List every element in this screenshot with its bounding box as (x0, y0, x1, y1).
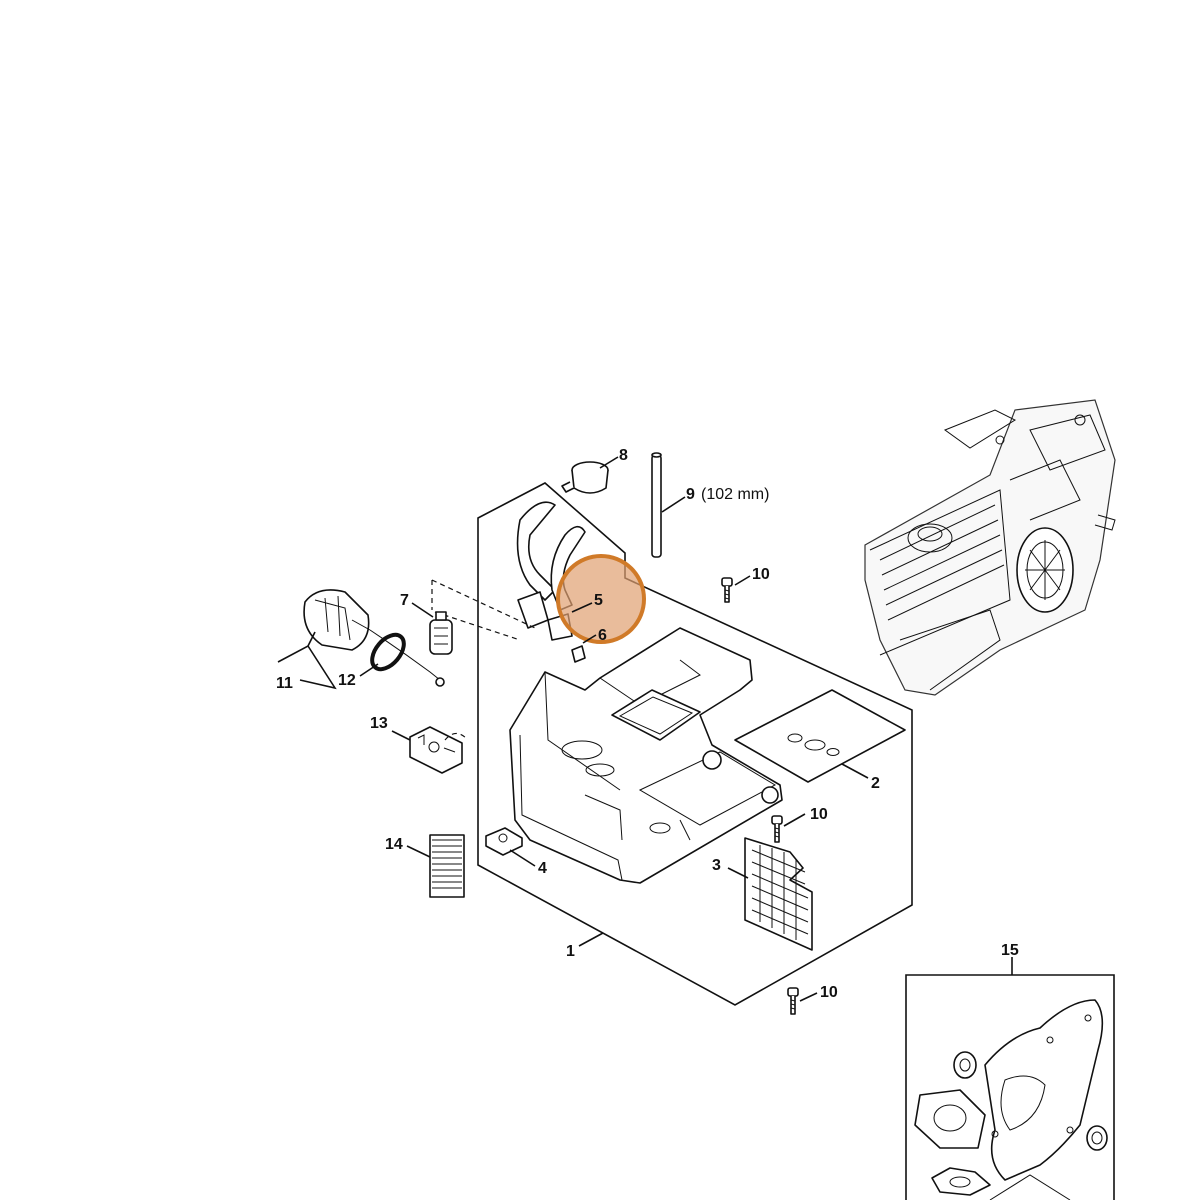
warning-label[interactable] (409, 726, 467, 774)
highlight-marker (556, 554, 646, 644)
leader-lines (277, 456, 1013, 1002)
o-ring[interactable] (366, 629, 410, 675)
gasket-set-box (905, 974, 1115, 1200)
label-6: 6 (598, 627, 607, 644)
screen-plate[interactable] (744, 837, 813, 951)
label-9-note: (102 mm) (701, 486, 769, 503)
label-10a: 10 (752, 566, 770, 583)
assembly-1-outline (477, 482, 913, 1006)
hose-tube[interactable] (651, 452, 662, 558)
label-5: 5 (594, 592, 603, 609)
label-2: 2 (871, 775, 880, 792)
engine-overview-image (864, 399, 1116, 696)
label-3: 3 (712, 857, 721, 874)
vent-grill[interactable] (429, 834, 465, 898)
label-7: 7 (400, 592, 409, 609)
label-4: 4 (538, 860, 547, 877)
label-9: 9 (686, 486, 695, 503)
screw-10b[interactable] (771, 815, 783, 843)
label-10c: 10 (820, 984, 838, 1001)
tank-housing[interactable] (509, 627, 783, 884)
vent-cap[interactable] (561, 461, 609, 494)
rubber-block[interactable] (485, 827, 523, 856)
label-12: 12 (338, 672, 356, 689)
label-8: 8 (619, 447, 628, 464)
pickup-body[interactable] (303, 589, 445, 687)
label-14: 14 (385, 836, 403, 853)
gasket-plate[interactable] (734, 689, 906, 783)
label-1: 1 (566, 943, 575, 960)
label-13: 13 (370, 715, 388, 732)
filter-guide-dash (431, 579, 536, 641)
screw-10a[interactable] (721, 577, 733, 603)
gasket-set[interactable] (914, 999, 1108, 1200)
label-10b: 10 (810, 806, 828, 823)
fuel-hose-assembly[interactable] (516, 501, 586, 663)
label-15: 15 (1001, 942, 1019, 959)
fuel-filter[interactable] (429, 611, 453, 655)
screw-10c[interactable] (787, 987, 799, 1015)
label-11: 11 (276, 675, 293, 692)
